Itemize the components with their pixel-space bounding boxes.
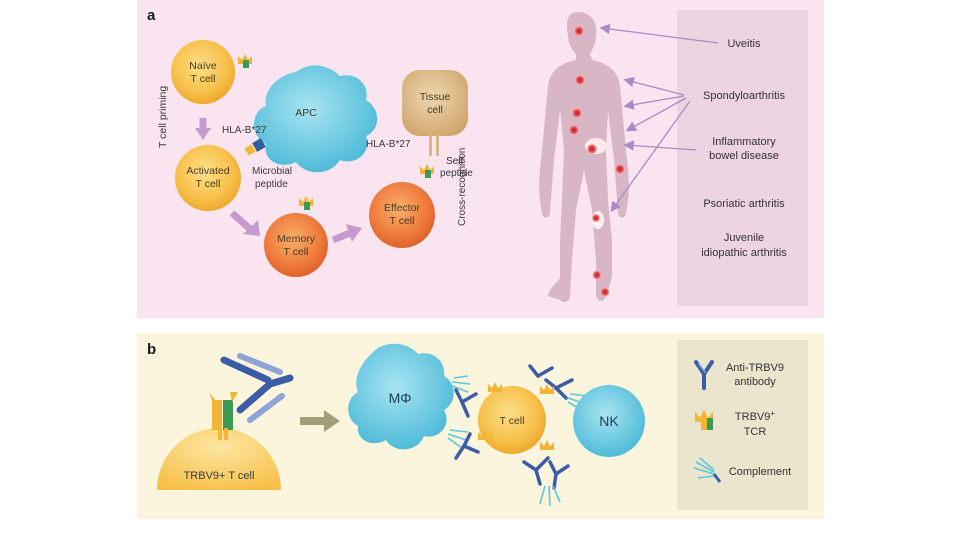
disease-box [677, 10, 808, 306]
svg-text:Activated: Activated [186, 165, 229, 177]
apc-cell [254, 65, 378, 173]
legend-tcr-label: TRBV9+ [735, 409, 775, 423]
hla-receptor-icon [244, 138, 266, 156]
tcr-icon [478, 382, 554, 450]
priming-arrow-3 [331, 224, 362, 244]
self-peptide-label-2: peptide [440, 168, 473, 179]
complement-legend-icon [693, 457, 722, 483]
svg-text:Naïve: Naïve [189, 60, 217, 72]
central-t-cell-label: T cell [500, 415, 525, 427]
apc-label: APC [295, 107, 317, 119]
large-antibody-icon [220, 353, 294, 423]
svg-text:T cell: T cell [390, 215, 415, 227]
memory-tcr-icon [299, 196, 313, 210]
svg-text:T cell: T cell [191, 73, 216, 85]
macrophage-cell [348, 343, 454, 450]
disease-jia: Juvenile [724, 232, 764, 244]
complement-burst [539, 485, 561, 507]
trbv9-t-cell [157, 428, 281, 490]
disease-uveitis: Uveitis [727, 38, 761, 50]
inflammation-spot [600, 287, 610, 297]
effector-tcr-icon [420, 164, 434, 178]
macrophage-label: MΦ [389, 390, 412, 406]
disease-arrows [599, 23, 719, 213]
disease-ibd: Inflammatory [712, 136, 776, 148]
inflammation-spot [615, 164, 625, 174]
svg-text:Effector: Effector [384, 202, 420, 214]
legend-antibody-label: Anti-TRBV9 [726, 362, 784, 374]
svg-text:Memory: Memory [277, 233, 316, 245]
legend-antibody-label-2: antibody [734, 376, 776, 388]
inflammation-spot [587, 144, 597, 154]
svg-text:T cell: T cell [284, 246, 309, 258]
priming-arrow-1 [195, 118, 211, 140]
naive-t-cell: Naïve T cell [171, 40, 235, 104]
nk-cell [573, 385, 645, 457]
inflammation-spot [592, 214, 600, 222]
cross-recognition-label: Cross-recognition [457, 148, 468, 226]
large-tcr-icon [209, 392, 238, 440]
legend-complement-label: Complement [729, 466, 791, 478]
tcr-icon [238, 54, 252, 68]
svg-text:cell: cell [427, 104, 443, 116]
tcr-legend-icon [695, 410, 713, 430]
legend-tcr-label-2: TCR [744, 426, 767, 438]
inflammation-spot [575, 75, 585, 85]
hla-b27-label-2: HLA-B*27 [366, 139, 411, 150]
antibody-icon [454, 364, 574, 460]
panel-a-letter: a [147, 7, 156, 24]
disease-jia-2: idiopathic arthritis [701, 247, 787, 259]
panel-b-letter: b [147, 341, 156, 358]
human-body-silhouette [539, 12, 629, 303]
t-cell-priming-label: T cell priming [157, 86, 169, 148]
svg-text:T cell: T cell [196, 178, 221, 190]
hla-b27-label-1: HLA-B*27 [222, 125, 267, 136]
priming-arrow-2 [229, 210, 260, 236]
microbial-peptide-label-2: peptide [255, 179, 288, 190]
disease-spondyloarthritis: Spondyloarthritis [703, 90, 785, 102]
effector-t-cell: Effector T cell [369, 182, 435, 248]
inflammation-spot [572, 108, 582, 118]
microbial-peptide-label: Microbial [252, 166, 292, 177]
svg-text:Tissue: Tissue [420, 91, 451, 103]
inflammation-spot [574, 26, 584, 36]
complement-burst [447, 375, 471, 449]
disease-ibd-2: bowel disease [709, 150, 779, 162]
tissue-cell: Tissue cell [402, 70, 468, 156]
inflammation-spot [592, 270, 602, 280]
antibody-legend-icon [694, 360, 714, 390]
self-peptide-label: Self [446, 156, 463, 167]
disease-psoriatic: Psoriatic arthritis [703, 198, 785, 210]
nk-label: NK [599, 413, 619, 429]
trbv9-t-cell-label: TRBV9+ T cell [184, 470, 255, 482]
central-t-cell [478, 386, 546, 454]
inflammation-spot [569, 125, 579, 135]
process-arrow [300, 410, 340, 432]
memory-t-cell: Memory T cell [264, 213, 328, 277]
activated-t-cell: Activated T cell [175, 145, 241, 211]
antibody-cluster [522, 456, 570, 490]
